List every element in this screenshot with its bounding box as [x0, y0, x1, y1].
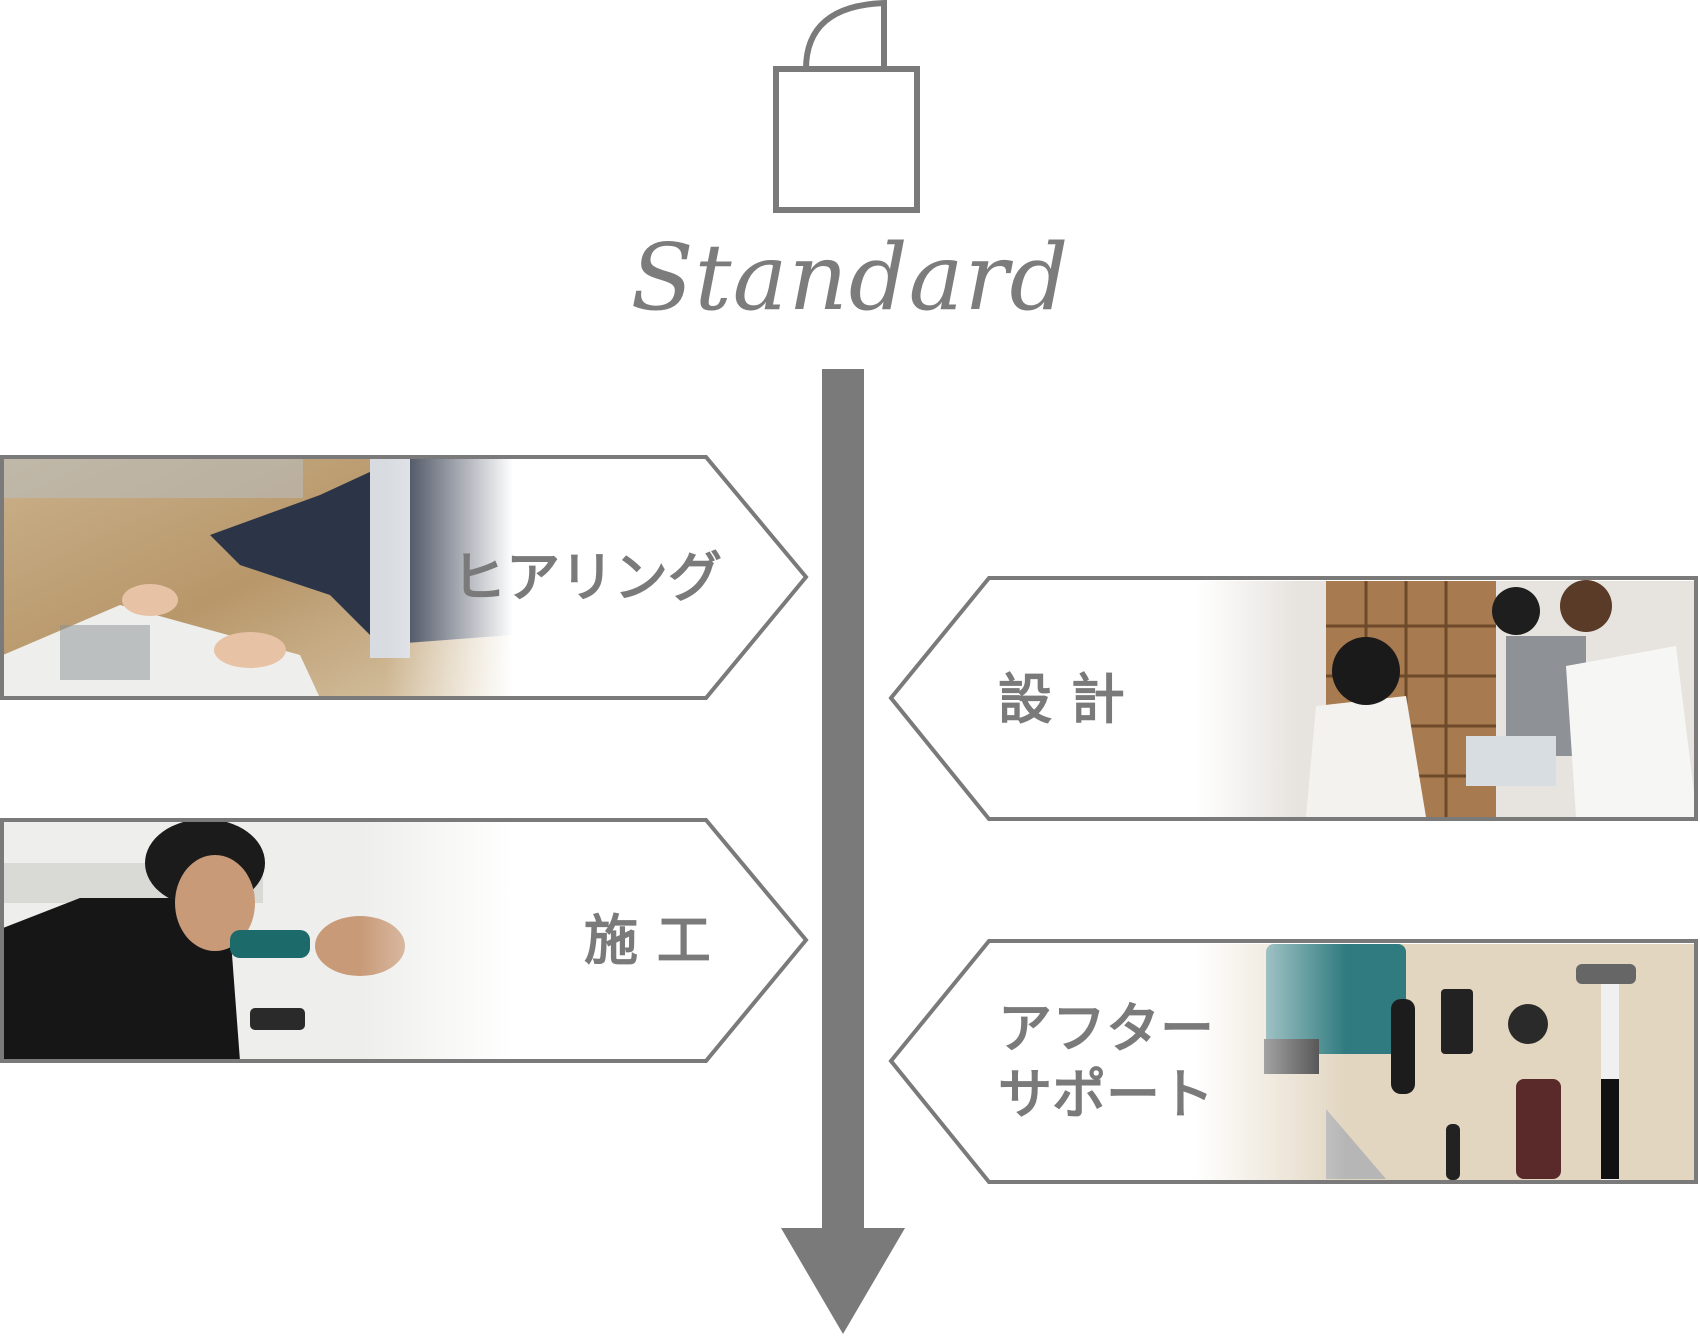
step-after-support-label-line1: アフター	[998, 997, 1214, 1060]
page-title: Standard	[630, 224, 1070, 331]
step-design[interactable]: 設 計	[886, 576, 1700, 822]
after-support-photo	[1196, 944, 1697, 1184]
step-hearing-label: ヒアリング	[452, 546, 722, 609]
step-hearing-frame	[0, 455, 809, 700]
construction-photo	[3, 819, 513, 1061]
step-construction-frame	[0, 818, 809, 1063]
step-design-label: 設 計	[998, 668, 1125, 731]
design-photo	[1196, 580, 1697, 817]
step-construction-label: 施 工	[584, 909, 711, 972]
step-construction[interactable]: 施 工	[0, 818, 810, 1064]
step-design-frame	[888, 576, 1698, 821]
step-after-support-label-line2: サポート	[998, 1063, 1214, 1126]
step-hearing[interactable]: ヒアリング	[0, 455, 810, 701]
shopping-bag-icon	[773, 0, 920, 213]
hearing-photo	[3, 458, 513, 698]
step-after-support[interactable]: アフター サポート	[886, 939, 1700, 1185]
step-after-support-frame	[888, 939, 1698, 1184]
